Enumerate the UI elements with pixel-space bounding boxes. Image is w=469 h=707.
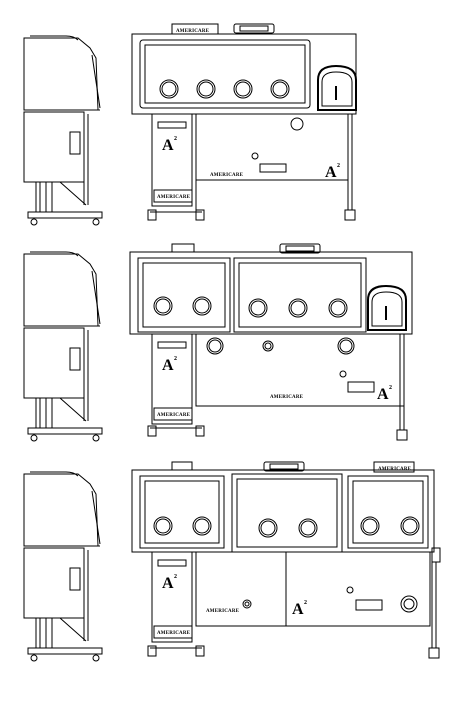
- stand-logo-sup-2: 2: [174, 356, 177, 362]
- cabinet-logo-sup-2: 2: [389, 385, 392, 391]
- stand-logo-mark-3: A: [162, 575, 174, 592]
- cabinet-logo-mark-1: A: [325, 164, 337, 181]
- cabinet-brand-text-1: AMERICARE: [210, 173, 244, 178]
- cabinet-brand-text-3: AMERICARE: [206, 609, 240, 614]
- side-view-2: [23, 251, 103, 442]
- cabinet-logo-sup-1: 2: [337, 163, 340, 169]
- front-view-1: AMERICARE AMERICARE A 2 A 2 AMERICARE: [131, 23, 357, 221]
- stand-brand-text-2: AMERICARE: [157, 413, 191, 418]
- stand-logo-sup-3: 2: [174, 574, 177, 580]
- stand-logo-sup-1: 2: [174, 136, 177, 142]
- stand-logo-mark-2: A: [162, 357, 174, 374]
- side-view-3: [23, 471, 103, 662]
- stand-brand-text-3: AMERICARE: [157, 631, 191, 636]
- stand-brand-text-1: AMERICARE: [157, 195, 191, 200]
- stand-logo-mark-1: A: [162, 137, 174, 154]
- cabinet-logo-mark-3: A: [292, 601, 304, 618]
- top-badge-text-1: AMERICARE: [176, 29, 210, 34]
- front-view-3: AMERICARE AMERICARE A 2 A 2 AMERICARE: [131, 461, 441, 659]
- cabinet-logo-mark-2: A: [377, 386, 389, 403]
- front-view-2: AMERICARE A 2 A 2 AMERICARE: [129, 243, 413, 441]
- cabinet-brand-text-2: AMERICARE: [270, 395, 304, 400]
- side-view-1: [23, 35, 103, 226]
- cabinet-logo-sup-3: 2: [304, 600, 307, 606]
